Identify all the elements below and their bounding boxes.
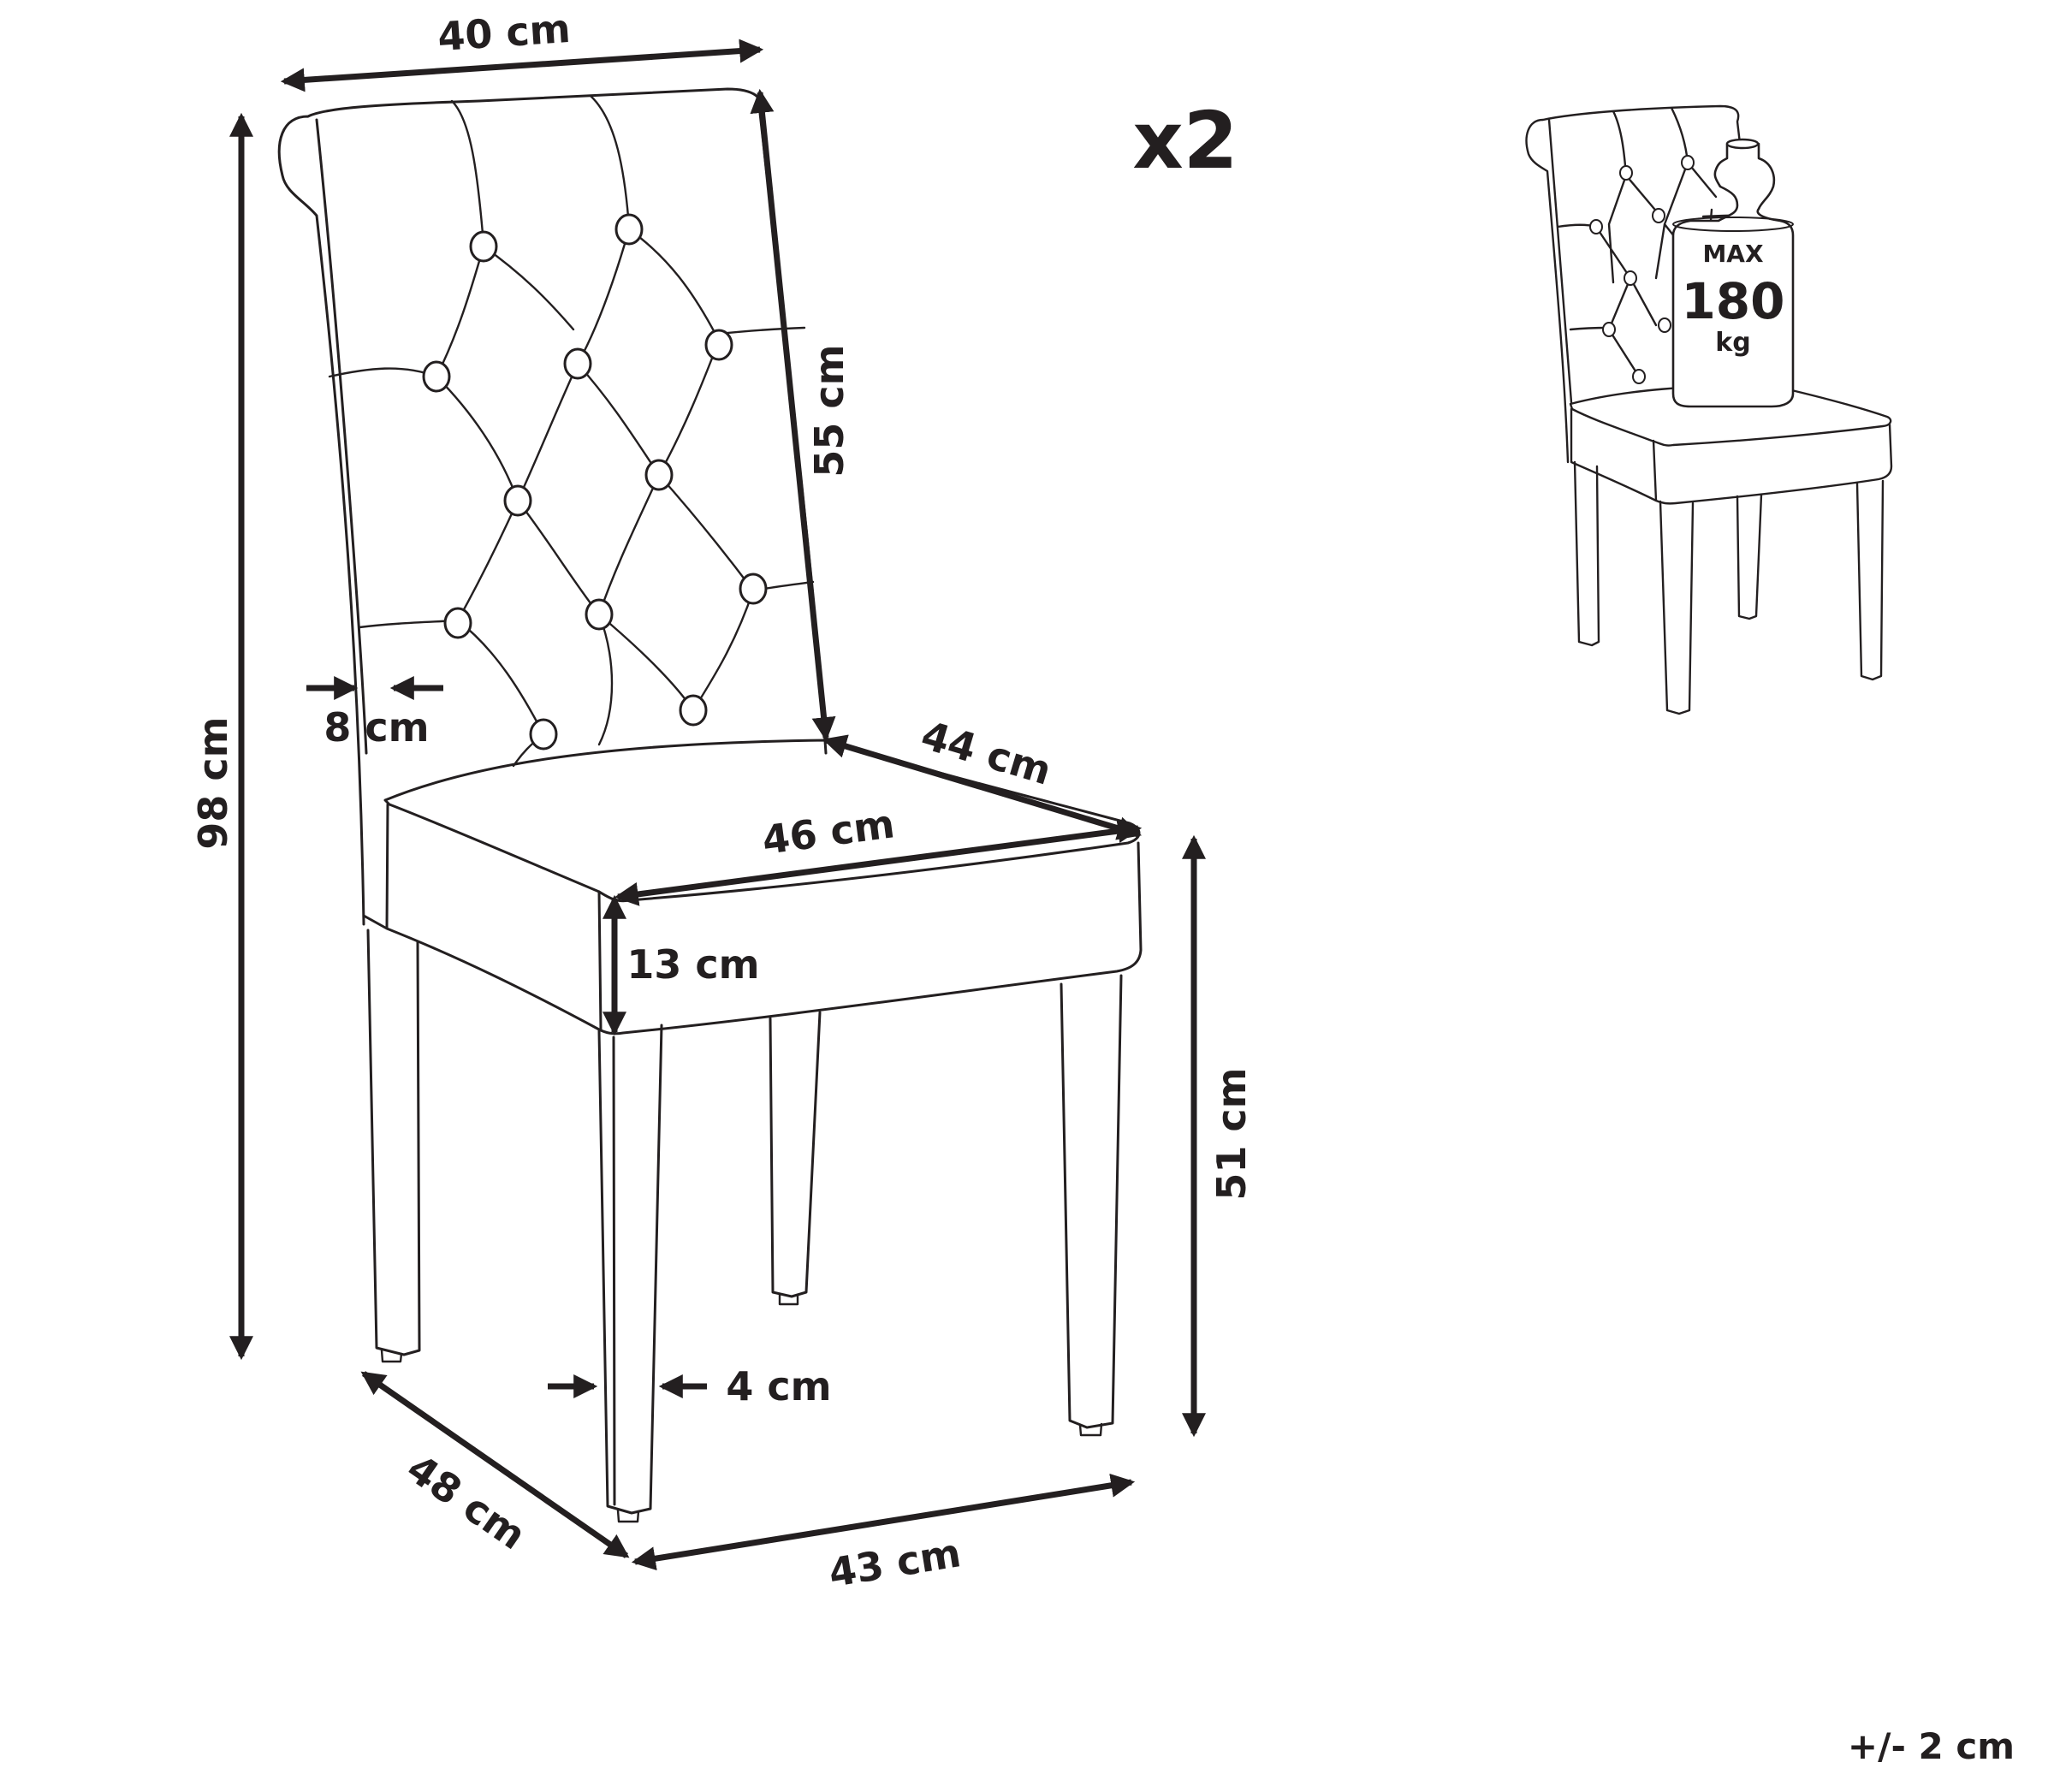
dimension-lines xyxy=(229,39,1206,1571)
load-unit: kg xyxy=(1715,328,1750,358)
label-leg-width: 4 cm xyxy=(726,1363,831,1409)
small-chair-buttons xyxy=(1589,155,1695,384)
small-chair-legs xyxy=(1573,460,1885,715)
quantity-multiplier: x2 xyxy=(1132,95,1238,187)
small-chair-tufting xyxy=(1594,161,1718,378)
load-capacity-illustration: MAX 180 kg xyxy=(1525,104,1893,715)
main-chair-drawing xyxy=(277,87,1143,1523)
backrest-outline xyxy=(277,87,828,926)
label-backrest-height: 55 cm xyxy=(806,344,852,477)
dim-line-backrest-width xyxy=(280,39,764,92)
label-base-width: 43 cm xyxy=(826,1529,965,1596)
label-backrest-width: 40 cm xyxy=(436,5,572,60)
dim-line-seat-depth xyxy=(822,734,1143,840)
label-seat-depth: 44 cm xyxy=(916,712,1056,794)
dim-line-base-depth xyxy=(360,1371,630,1558)
tufting-lines xyxy=(435,228,755,768)
weight-jug-body xyxy=(1671,142,1795,408)
small-chair-backrest xyxy=(1525,104,1772,464)
load-value: 180 xyxy=(1681,272,1784,330)
tolerance-note: +/- 2 cm xyxy=(1848,1725,2015,1767)
dim-line-base-width xyxy=(631,1473,1136,1571)
label-total-height: 98 cm xyxy=(190,716,236,849)
dim-line-seat-width xyxy=(614,819,1143,906)
seat-front-side xyxy=(362,803,1143,1035)
label-base-depth: 48 cm xyxy=(399,1445,534,1558)
backrest-inner-edge xyxy=(315,118,368,755)
tufting-buttons xyxy=(422,213,768,751)
chair-legs xyxy=(366,929,1123,1515)
dim-line-backrest-height xyxy=(750,88,836,742)
dimension-labels: 40 cm 98 cm 55 cm 8 cm 44 cm 46 cm 13 cm… xyxy=(190,5,1255,1596)
weight-jug-shoulder xyxy=(1672,217,1794,232)
weight-jug-icon: MAX 180 kg xyxy=(1671,138,1795,408)
label-seat-thickness: 13 cm xyxy=(626,941,759,988)
weight-jug-top xyxy=(1725,138,1760,150)
label-seat-height: 51 cm xyxy=(1208,1067,1255,1200)
load-max-label: MAX xyxy=(1702,240,1764,268)
label-seat-width: 46 cm xyxy=(759,800,897,863)
label-backrest-thickness: 8 cm xyxy=(324,704,429,751)
